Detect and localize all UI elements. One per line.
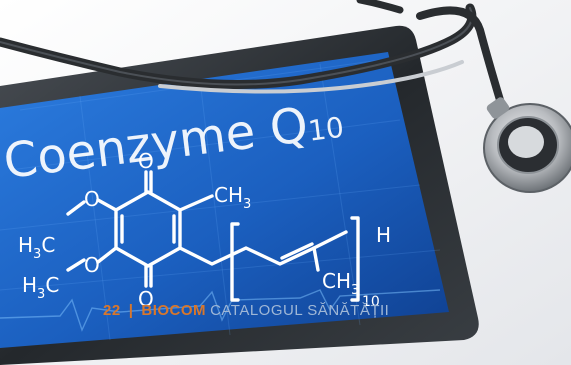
h3c-1-label: H [18,233,33,257]
footer-separator: | [128,302,134,319]
title-subscript: 10 [306,111,345,148]
h3c-1-tail: C [41,233,55,257]
oxygen-methoxy-1: O [84,187,100,211]
ubiquinone-structure [66,170,360,302]
page-number: 22 [103,302,121,319]
oxygen-bottom: O [138,287,154,311]
ch3-chain-label: CH [322,269,351,293]
svg-text:CH3: CH3 [322,269,359,298]
oxygen-top: O [138,149,154,173]
h3c-2-sub: 3 [37,287,45,302]
svg-text:H3C: H3C [18,233,55,262]
svg-text:CH3: CH3 [214,183,251,212]
h3c-2-tail: C [45,273,59,297]
ch3-top-label: CH [214,183,243,207]
ch3-top-sub: 3 [243,197,251,212]
brand-name: BIOCOM [141,302,207,319]
repeat-count: 10 [362,294,380,310]
h3c-1-sub: 3 [33,247,41,262]
oxygen-methoxy-2: O [84,253,100,277]
h3c-2-label: H [22,273,37,297]
hydrogen-end: H [376,223,391,247]
catalog-title: CATALOGUL SĂNĂTĂȚII [210,302,390,319]
svg-text:H3C: H3C [22,273,59,302]
ch3-chain-sub: 3 [351,283,359,298]
